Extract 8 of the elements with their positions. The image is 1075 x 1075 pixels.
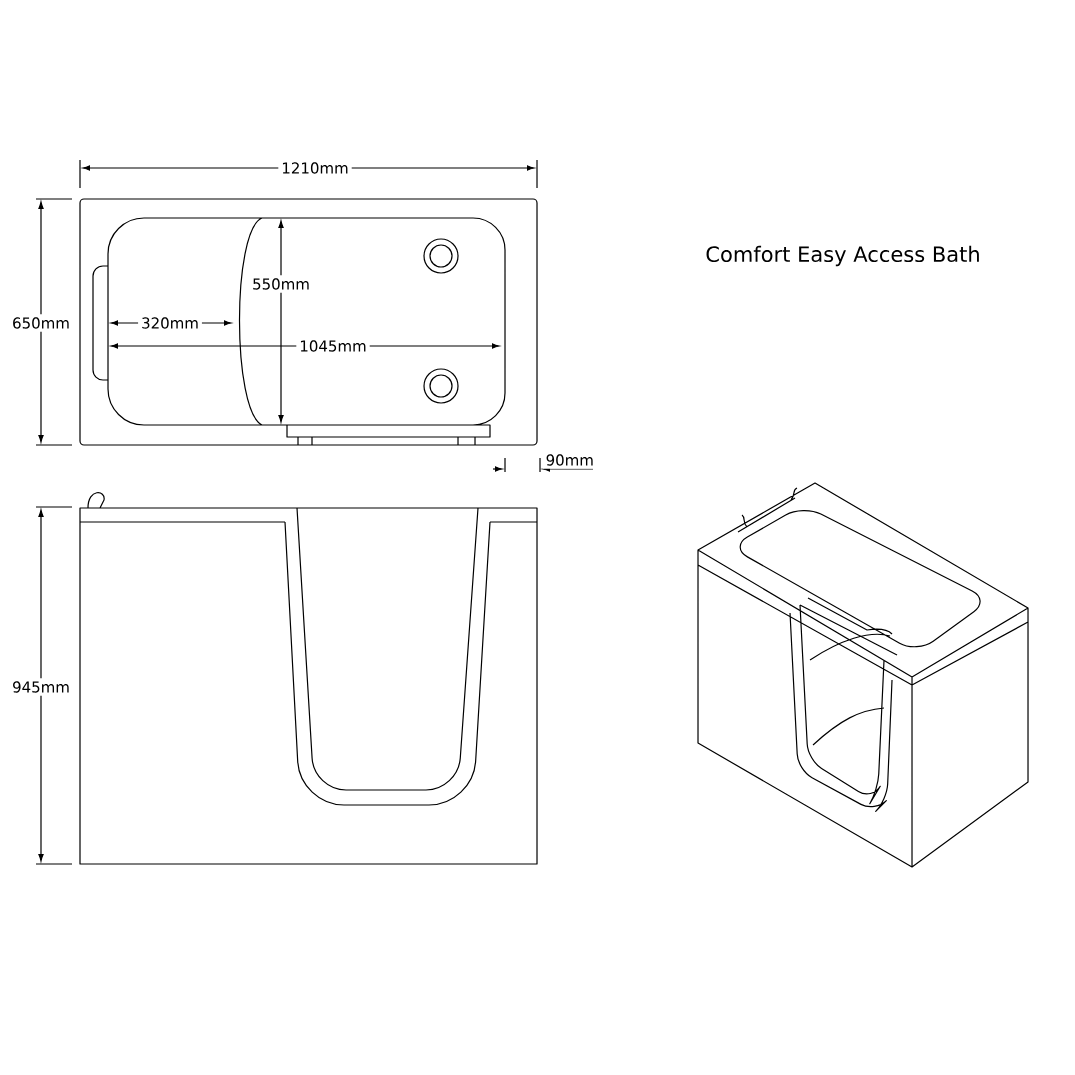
dimension-label: 1210mm (278, 159, 352, 177)
dimension-label: 945mm (9, 678, 73, 696)
title: Comfort Easy Access Bath (706, 245, 979, 267)
dimension-label: 550mm (249, 275, 313, 293)
dimension-label: 1045mm (296, 337, 370, 355)
dimension-label: 320mm (138, 314, 202, 332)
dimension-label: 90mm (542, 451, 597, 469)
dimension-label: 650mm (9, 314, 73, 332)
